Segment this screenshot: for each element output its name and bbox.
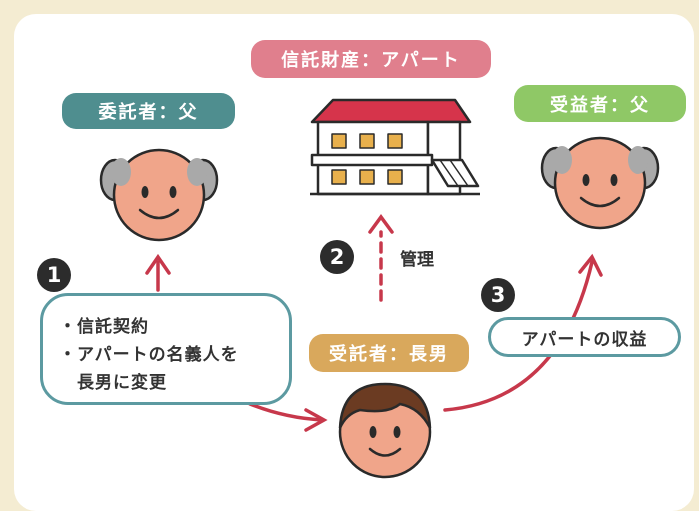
apartment-building-icon [310, 98, 480, 196]
arrow-trustee-to-beneficiary [443, 253, 603, 412]
management-note: 管理 [400, 250, 434, 270]
contract-line-2: ・アパートの名義人を [59, 345, 239, 365]
step-3-badge: 3 [481, 278, 515, 312]
trust-contract-box: ・信託契約 ・アパートの名義人を 長男に変更 [40, 293, 292, 405]
arrow-contract-to-trustee [248, 402, 328, 432]
contract-line-1: ・信託契約 [59, 317, 149, 337]
beneficiary-label: 受益者：父 [514, 85, 686, 122]
beneficiary-face-icon [540, 136, 660, 230]
arrow-contract-to-settlor [145, 253, 171, 292]
arrow-trustee-manages-property [368, 214, 394, 302]
settlor-face-icon [99, 148, 219, 242]
trust-property-label: 信託財産：アパート [251, 40, 491, 78]
trustee-face-icon [338, 382, 432, 479]
apartment-profit-box: アパートの収益 [488, 317, 681, 357]
contract-line-3: 長男に変更 [77, 373, 167, 393]
settlor-label: 委託者：父 [62, 93, 235, 129]
step-2-badge: 2 [320, 240, 354, 274]
trustee-label: 受託者：長男 [309, 334, 469, 372]
step-1-badge: 1 [37, 258, 71, 292]
